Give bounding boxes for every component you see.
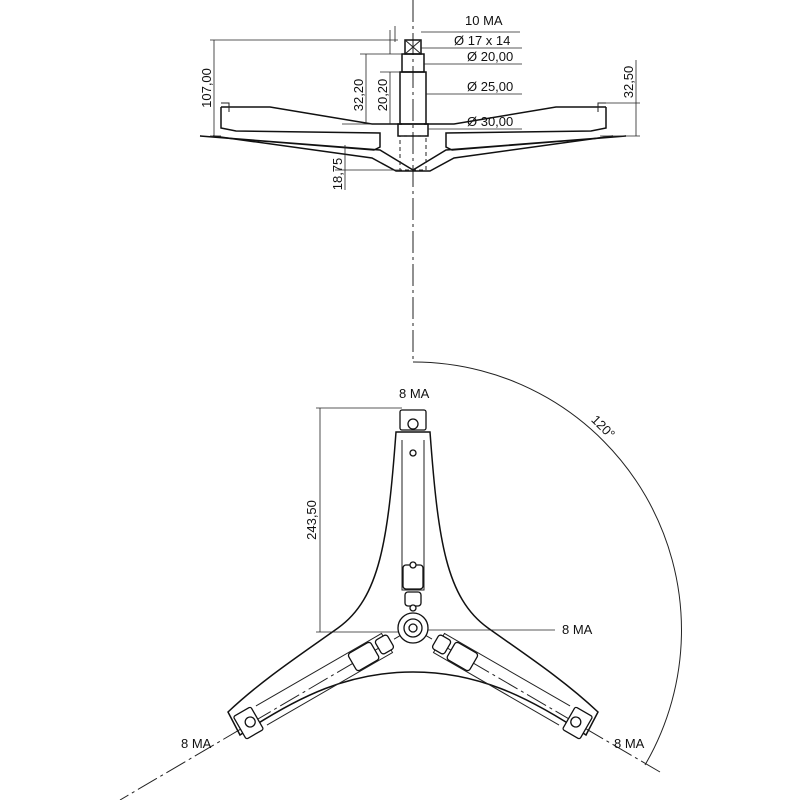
dia-20-label: Ø 20,00 [467,49,513,64]
dim-20-20-label: 20,20 [375,79,390,112]
arm-left [431,632,593,740]
arm-left-center-line [119,627,414,800]
side-view: 107,00 32,20 20,20 10 MA Ø 17 x 14 Ø 20,… [199,0,640,360]
shaft-hidden-part [399,135,427,171]
shaft-cross-2 [404,39,422,55]
arm-right-pad-1 [347,641,380,672]
center-hub-core [408,623,418,633]
arm-top-screw [407,418,419,430]
dia-30-label: Ø 30,00 [467,114,513,129]
angle-label: 120° [588,412,618,442]
dim-32-50-label: 32,50 [621,66,636,99]
arm-top-rib [401,440,425,591]
spider-plan-outline [227,431,599,737]
dim-243-label: 243,50 [304,500,319,540]
arm-right-pad-2 [374,634,395,655]
dim-18-75-label: 18,75 [330,158,345,191]
shaft-section-30 [397,123,429,137]
arm-top-dot-2 [409,561,417,569]
hub-profile [212,135,614,172]
arm-left-screw [570,716,582,728]
thread-right-label: 8 MA [614,736,645,751]
thread-top-label: 8 MA [399,386,430,401]
thread-center-label: 8 MA [562,622,593,637]
dim-107-label: 107,00 [199,68,214,108]
dia-25-label: Ø 25,00 [467,79,513,94]
dim-32-20-label: 32,20 [351,79,366,112]
right-lip [597,102,606,112]
arm-top-dot-3 [409,604,417,612]
dia-17x14-label: Ø 17 x 14 [454,33,510,48]
angle-arc [412,361,682,766]
arm-right-screw [244,716,256,728]
spider-side-outline [199,106,627,171]
arm-right [233,632,395,740]
thread-10ma-label: 10 MA [465,13,503,28]
arm-left-pad-1 [446,641,479,672]
arm-top-pad-2 [404,591,422,607]
thread-left-label: 8 MA [181,736,212,751]
plan-view: 120° [119,361,682,800]
arm-top-dot-1 [409,449,417,457]
arm-left-pad-2 [431,634,452,655]
left-lip [221,102,230,112]
